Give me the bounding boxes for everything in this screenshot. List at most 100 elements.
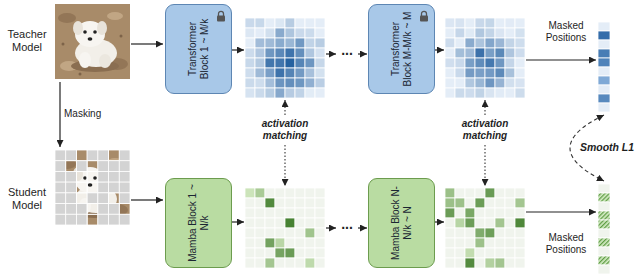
activation-cell <box>245 28 255 38</box>
activation-cell <box>285 68 295 78</box>
activation-cell <box>265 258 275 268</box>
block-label: Transformer Block 1 ~ M/k <box>187 10 211 88</box>
activation-cell <box>255 68 265 78</box>
vector-cell <box>598 184 610 193</box>
activation-cell <box>295 58 305 68</box>
masked-patch <box>55 150 66 161</box>
activation-cell <box>285 228 295 238</box>
masked-patch <box>55 171 66 182</box>
activation-cell <box>265 208 275 218</box>
vector-cell <box>598 76 610 85</box>
activation-cell <box>265 28 275 38</box>
activation-cell <box>265 188 275 198</box>
masked-patch <box>98 171 109 182</box>
masked-patch <box>55 182 66 193</box>
activation-cell <box>295 208 305 218</box>
activation-cell <box>315 198 325 208</box>
vector-cell <box>598 256 610 265</box>
vector-cell <box>598 265 610 274</box>
activation-cell <box>245 68 255 78</box>
activation-cell <box>485 68 495 78</box>
masked-patch <box>119 171 130 182</box>
activation-cell <box>285 258 295 268</box>
activation-cell <box>315 48 325 58</box>
activation-cell <box>295 198 305 208</box>
activation-cell <box>255 48 265 58</box>
activation-cell <box>245 248 255 258</box>
activation-cell <box>505 38 515 48</box>
activation-cell <box>245 58 255 68</box>
activation-cell <box>475 228 485 238</box>
activation-cell <box>315 258 325 268</box>
activation-cell <box>475 48 485 58</box>
activation-cell <box>495 228 505 238</box>
activation-cell <box>475 188 485 198</box>
activation-cell <box>275 248 285 258</box>
visible-patch <box>119 204 130 215</box>
mamba-block: Mamba Block N-N/k ~ N <box>368 178 435 268</box>
activation-cell <box>275 188 285 198</box>
activation-cell <box>475 88 485 98</box>
teacher-activation-grid <box>445 18 525 98</box>
activation-cell <box>265 88 275 98</box>
activation-cell <box>295 68 305 78</box>
activation-cell <box>285 38 295 48</box>
activation-cell <box>465 208 475 218</box>
activation-cell <box>305 248 315 258</box>
activation-cell <box>295 248 305 258</box>
vector-cell <box>598 40 610 49</box>
activation-cell <box>485 238 495 248</box>
activation-cell <box>485 78 495 88</box>
activation-cell <box>245 18 255 28</box>
activation-cell <box>495 88 505 98</box>
activation-cell <box>495 198 505 208</box>
activation-cell <box>455 198 465 208</box>
activation-cell <box>455 18 465 28</box>
masked-patch <box>119 161 130 172</box>
transformer-block: Transformer Block 1 ~ M/k <box>165 4 232 94</box>
activation-cell <box>445 188 455 198</box>
activation-cell <box>275 218 285 228</box>
activation-cell <box>465 58 475 68</box>
activation-cell <box>275 38 285 48</box>
masked-patch <box>98 193 109 204</box>
masked-patch <box>119 182 130 193</box>
block-name: Transformer Block M-M/k ~ M <box>390 10 414 88</box>
activation-cell <box>285 218 295 228</box>
activation-cell <box>285 238 295 248</box>
teacher-activation-grid <box>245 18 325 98</box>
activation-cell <box>245 48 255 58</box>
masked-patch <box>98 182 109 193</box>
vector-cell <box>598 67 610 76</box>
masked-patch <box>76 214 87 225</box>
activation-cell <box>445 38 455 48</box>
activation-cell <box>495 78 505 88</box>
activation-cell <box>455 188 465 198</box>
activation-cell <box>265 48 275 58</box>
activation-cell <box>515 208 525 218</box>
activation-cell <box>315 28 325 38</box>
activation-cell <box>315 218 325 228</box>
activation-cell <box>455 208 465 218</box>
activation-cell <box>305 58 315 68</box>
activation-cell <box>485 258 495 268</box>
vector-cell <box>598 22 610 31</box>
activation-cell <box>465 228 475 238</box>
activation-cell <box>495 48 505 58</box>
activation-cell <box>295 238 305 248</box>
activation-cell <box>295 228 305 238</box>
activation-cell <box>475 28 485 38</box>
activation-cell <box>515 18 525 28</box>
activation-cell <box>495 188 505 198</box>
activation-cell <box>505 188 515 198</box>
masked-patch <box>76 161 87 172</box>
model-name: Student Model <box>2 186 52 212</box>
visible-patch <box>109 193 120 204</box>
activation-cell <box>465 218 475 228</box>
activation-cell <box>515 258 525 268</box>
visible-patch <box>87 171 98 182</box>
activation-cell <box>485 18 495 28</box>
vector-cell <box>598 85 610 94</box>
activation-cell <box>315 228 325 238</box>
activation-cell <box>275 208 285 218</box>
